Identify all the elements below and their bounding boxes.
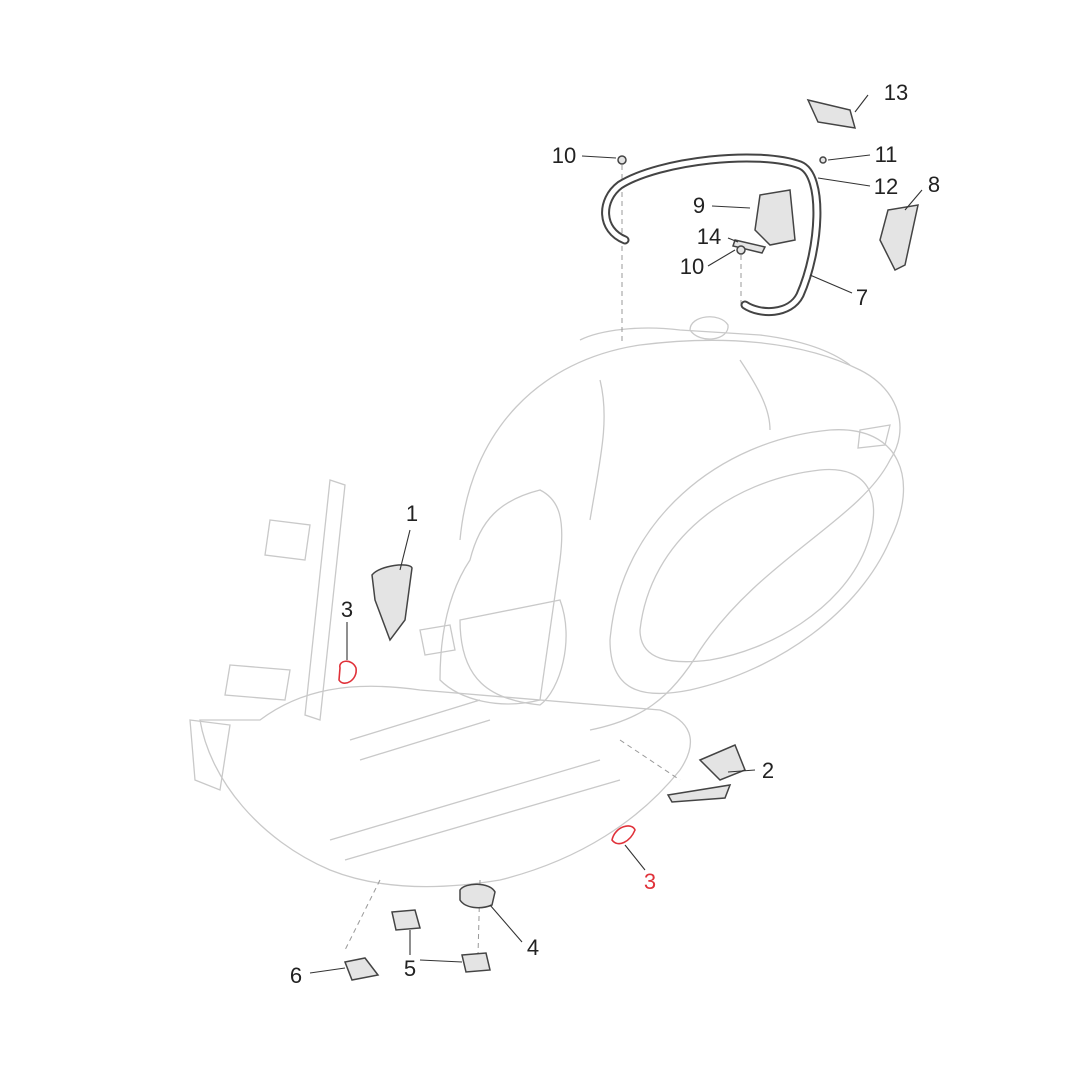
part-3-clip-a: [338, 660, 357, 684]
scooter-body: [189, 316, 905, 888]
part-9-bracket: [754, 189, 796, 246]
part-6: [343, 957, 380, 981]
part-7-rear-rack: [601, 153, 822, 317]
callout-4: 4: [526, 935, 540, 960]
part-5a: [391, 909, 421, 931]
callout-12: 12: [873, 174, 899, 199]
assembly-lines: [344, 165, 742, 956]
part-1: [371, 564, 413, 642]
callout-7: 7: [855, 285, 869, 310]
callout-2: 2: [761, 758, 775, 783]
leader-lines: [309, 94, 923, 974]
callout-6: 6: [289, 963, 303, 988]
callout-14: 14: [696, 224, 722, 249]
callout-10: 10: [679, 254, 705, 279]
callout-9: 9: [692, 193, 706, 218]
callout-10: 10: [551, 143, 577, 168]
part-10-screw-a: [617, 155, 627, 165]
callout-3: 3: [340, 597, 354, 622]
callout-11: 11: [874, 142, 898, 167]
callout-1: 1: [405, 501, 419, 526]
part-11: [819, 156, 827, 164]
callout-5: 5: [403, 956, 417, 981]
part-3-clip-b: [611, 825, 636, 845]
callout-3-highlighted: 3: [643, 869, 657, 894]
part-8: [879, 204, 919, 272]
part-4: [459, 883, 496, 909]
part-5b: [461, 952, 491, 973]
part-14: [732, 239, 767, 254]
callout-8: 8: [927, 172, 941, 197]
part-2: [666, 744, 746, 803]
part-10-screw-b: [736, 245, 746, 255]
callout-13: 13: [883, 80, 909, 105]
part-13: [806, 98, 857, 129]
